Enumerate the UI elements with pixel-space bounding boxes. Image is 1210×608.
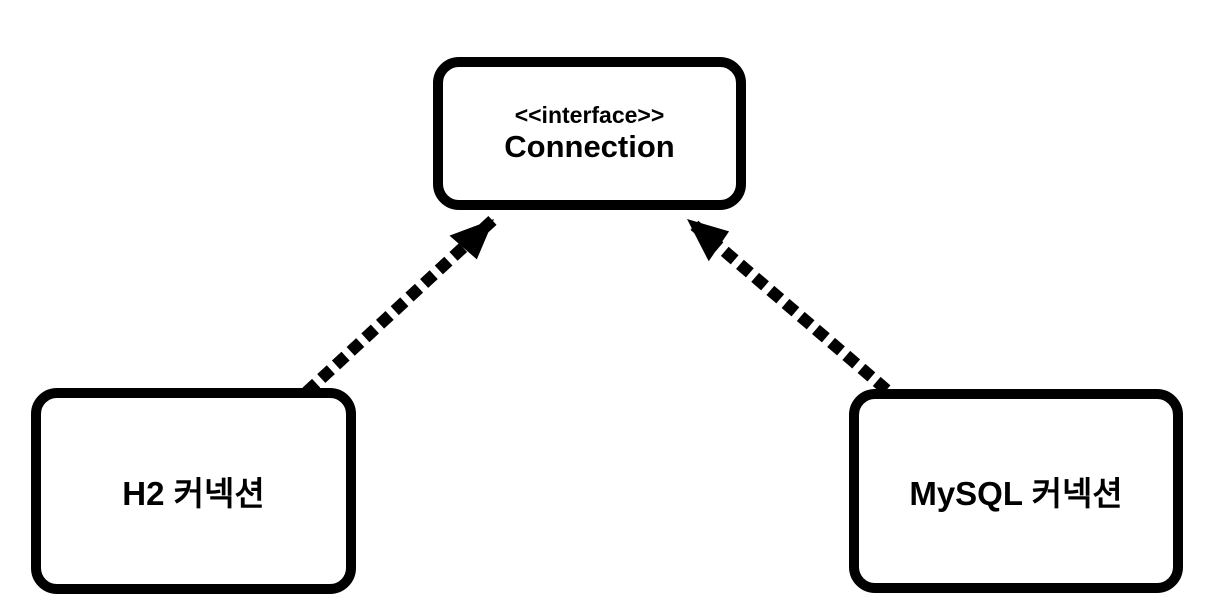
node-mysql-connection: MySQL 커넥션 (849, 389, 1183, 593)
interface-name-label: Connection (504, 129, 675, 165)
interface-stereotype-label: <<interface>> (514, 101, 665, 128)
realization-arrow-h2-to-connection (302, 210, 503, 397)
node-connection-interface: <<interface>> Connection (433, 57, 746, 210)
node-h2-connection: H2 커넥션 (31, 388, 356, 594)
mysql-connection-label: MySQL 커넥션 (909, 475, 1123, 512)
h2-connection-label: H2 커넥션 (122, 475, 265, 512)
realization-arrow-mysql-to-connection (678, 210, 891, 395)
